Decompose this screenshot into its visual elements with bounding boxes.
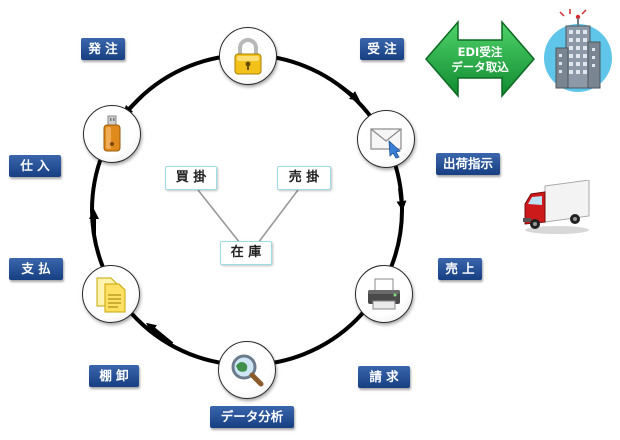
usb-drive-icon: [103, 115, 121, 152]
label-sales: 売 上: [438, 258, 482, 280]
node-sales: [355, 265, 413, 323]
padlock-icon: [234, 38, 262, 75]
node-order: [219, 27, 277, 85]
label-shipping: 出荷指示: [436, 153, 500, 175]
envelope-icon: [370, 128, 402, 159]
label-order: 発 注: [81, 38, 125, 60]
building-icon: [544, 9, 612, 92]
edi-line2: データ取込: [451, 60, 509, 74]
node-receive: [357, 110, 415, 168]
box-payables: 買 掛: [165, 166, 217, 190]
node-inventory: [82, 265, 140, 323]
cycle-arrow: [396, 187, 407, 211]
label-billing: 請 求: [358, 366, 410, 388]
documents-icon: [96, 277, 126, 313]
node-analysis: [218, 341, 276, 399]
box-receivables: 売 掛: [277, 166, 331, 190]
box-stock: 在 庫: [220, 241, 272, 265]
label-analysis: データ分析: [210, 406, 294, 428]
edi-double-arrow: [425, 19, 535, 99]
label-purchase: 仕 入: [9, 155, 61, 177]
cycle-arrow: [338, 84, 360, 101]
cycle-arrow: [146, 322, 174, 346]
printer-icon: [368, 278, 400, 310]
label-receive: 受 注: [360, 38, 404, 60]
label-payment: 支 払: [9, 258, 63, 280]
label-stocktake: 棚 卸: [89, 365, 139, 387]
connector-line: [197, 189, 241, 244]
connector-line: [257, 189, 299, 244]
truck-icon: [523, 180, 590, 234]
magnifier-globe-icon: [231, 354, 264, 387]
edi-line1: EDI受注: [457, 45, 503, 59]
node-purchase: [83, 105, 141, 163]
